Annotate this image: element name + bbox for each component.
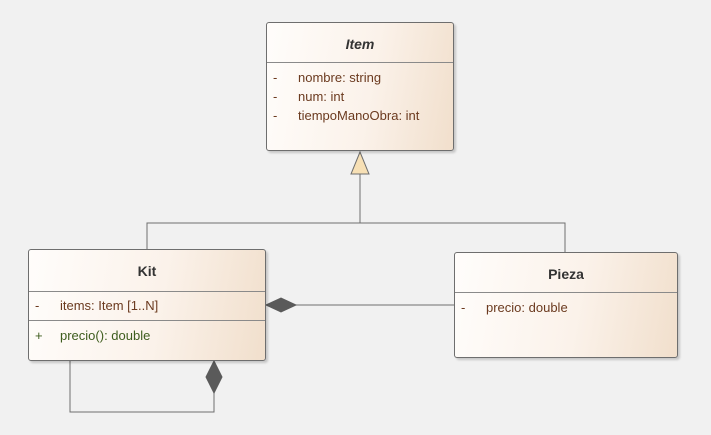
composition-line-self	[69, 361, 215, 413]
composition-kit-self-connector[interactable]	[69, 359, 223, 413]
visibility-marker: -	[273, 89, 278, 104]
attribute-row[interactable]: - nombre: string	[267, 68, 453, 87]
class-name-kit: Kit	[29, 250, 265, 292]
composition-kit-pieza-connector[interactable]	[264, 297, 454, 313]
visibility-marker: +	[35, 328, 43, 343]
attribute-text: nombre: string	[298, 70, 382, 85]
attribute-text: items: Item [1..N]	[60, 298, 159, 313]
attributes-compartment: - items: Item [1..N]	[29, 292, 265, 321]
visibility-marker: -	[273, 70, 278, 85]
attribute-text: precio: double	[486, 300, 568, 315]
attribute-row[interactable]: - precio: double	[455, 298, 677, 317]
generalization-line-kit	[146, 222, 566, 252]
class-item[interactable]: Item - nombre: string - num: int - tiemp…	[266, 22, 454, 151]
attributes-compartment: - nombre: string - num: int - tiempoMano…	[267, 63, 453, 150]
attribute-row[interactable]: - num: int	[267, 87, 453, 106]
generalization-arrow-icon	[350, 150, 370, 175]
attribute-row[interactable]: - tiempoManoObra: int	[267, 106, 453, 125]
visibility-marker: -	[273, 108, 278, 123]
operation-row[interactable]: + precio(): double	[29, 326, 265, 345]
visibility-marker: -	[461, 300, 466, 315]
attribute-text: tiempoManoObra: int	[298, 108, 420, 123]
class-name-pieza: Pieza	[455, 253, 677, 293]
generalization-connector[interactable]	[146, 150, 566, 252]
operations-compartment: + precio(): double	[29, 321, 265, 360]
class-kit[interactable]: Kit - items: Item [1..N] + precio(): dou…	[28, 249, 266, 361]
attribute-text: num: int	[298, 89, 345, 104]
composition-diamond-icon	[264, 297, 298, 313]
attribute-row[interactable]: - items: Item [1..N]	[29, 296, 265, 315]
visibility-marker: -	[35, 298, 40, 313]
class-name-item: Item	[267, 23, 453, 63]
class-pieza[interactable]: Pieza - precio: double	[454, 252, 678, 358]
composition-self-diamond-icon	[205, 359, 223, 395]
attributes-compartment: - precio: double	[455, 293, 677, 357]
operation-text: precio(): double	[60, 328, 151, 343]
